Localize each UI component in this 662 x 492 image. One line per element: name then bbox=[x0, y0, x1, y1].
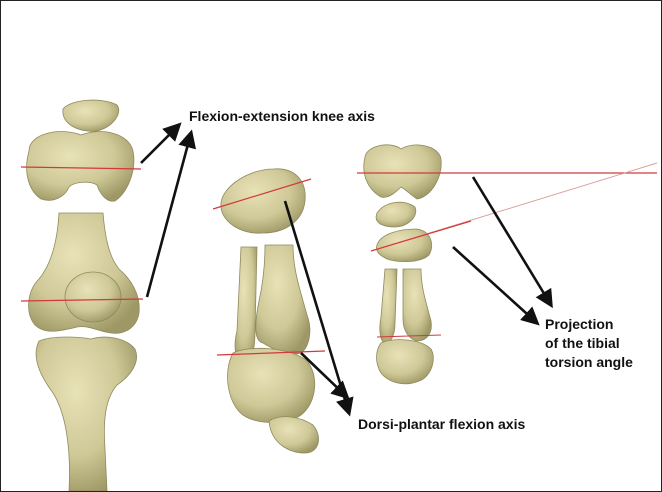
metatarsal-bones bbox=[269, 417, 319, 453]
flexion-extension-axis-label: Flexion-extension knee axis bbox=[189, 107, 375, 126]
dorsi-plantar-axis-label: Dorsi-plantar flexion axis bbox=[358, 415, 525, 434]
tibial-torsion-projection-label: Projection of the tibial torsion angle bbox=[545, 315, 633, 372]
tibia-small-bone bbox=[380, 269, 397, 345]
projection-label-line1: Projection bbox=[545, 315, 633, 334]
arrow-projection-top bbox=[473, 177, 551, 305]
calcaneus-small-bone bbox=[377, 340, 434, 384]
calcaneus-bone bbox=[228, 348, 315, 422]
talus-small-bone bbox=[376, 229, 431, 262]
arrow-knee-frontal bbox=[147, 133, 191, 297]
ankle-bones-middle bbox=[221, 169, 319, 453]
fibula-small-bone bbox=[403, 269, 431, 341]
pointer-arrows bbox=[141, 125, 551, 413]
tibia-left-bone bbox=[36, 337, 136, 491]
patella-small-bone bbox=[376, 202, 416, 227]
femur-condyles-bone bbox=[27, 132, 134, 202]
patella-bone bbox=[63, 100, 119, 131]
projection-label-line2: of the tibial bbox=[545, 334, 633, 353]
projection-label-line3: torsion angle bbox=[545, 353, 633, 372]
patella-frontal-bone bbox=[65, 272, 121, 322]
femur-top-small-bone bbox=[364, 145, 441, 199]
tibia-distal-bone bbox=[256, 245, 310, 354]
projection-bones-right bbox=[364, 145, 441, 384]
arrow-projection-ankle bbox=[453, 247, 537, 323]
knee-bones-left bbox=[27, 100, 140, 491]
arrow-knee-top bbox=[141, 125, 179, 163]
